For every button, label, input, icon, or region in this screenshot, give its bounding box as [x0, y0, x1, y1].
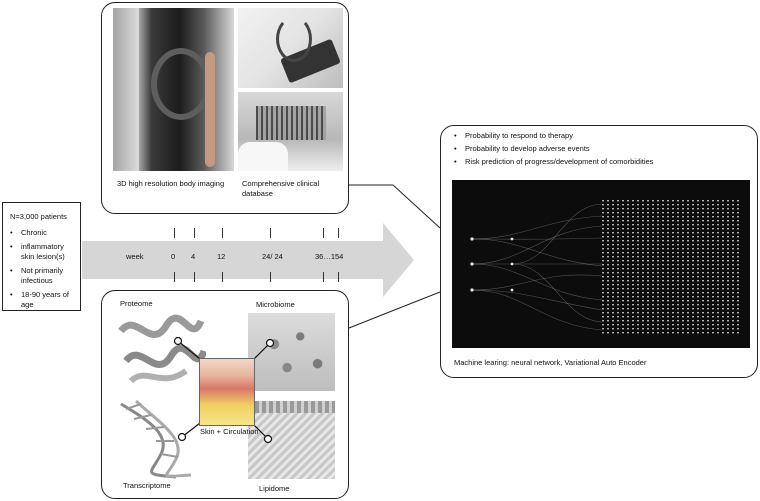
timeline-tick	[323, 228, 324, 238]
label-microbiome: Microbiome	[256, 300, 295, 309]
timeline-tick-label: 36…154	[315, 252, 344, 261]
microbiome-image	[248, 313, 335, 391]
timeline-tick	[338, 228, 339, 238]
label-transcriptome: Transcriptome	[123, 481, 171, 490]
neural-network-image	[452, 180, 750, 348]
label-lipidome: Lipidome	[259, 484, 290, 493]
ml-outcomes-list: Probability to respond to therapy Probab…	[454, 131, 754, 170]
timeline-unit-label: week	[126, 252, 144, 261]
timeline-tick	[174, 272, 175, 282]
timeline-tick-label: 24/ 24	[262, 252, 283, 261]
ml-caption: Machine learing: neural network, Variati…	[454, 358, 647, 367]
timeline-tick	[174, 228, 175, 238]
outcome-item: Probability to respond to therapy	[454, 131, 754, 141]
outcome-item: Probability to develop adverse events	[454, 144, 754, 154]
proteome-image	[118, 314, 206, 384]
top-panel: 3D high resolution body imaging Comprehe…	[101, 2, 349, 214]
body-scanner-image	[113, 8, 234, 171]
timeline-tick	[338, 272, 339, 282]
criterion-item: Not primarily infectious	[10, 266, 75, 286]
criterion-item: inflammatory skin lesion(s)	[10, 242, 75, 262]
clinical-database-image	[238, 92, 343, 171]
label-skin-circulation: Skin + Circulation	[200, 427, 259, 436]
timeline-tick-label: 4	[191, 252, 196, 261]
timeline-tick	[222, 272, 223, 282]
patients-title: N=3,000 patients	[10, 212, 67, 221]
timeline-tick	[194, 228, 195, 238]
timeline-tick-label: 0	[171, 252, 176, 261]
timeline-tick	[194, 272, 195, 282]
timeline-tick	[270, 272, 271, 282]
lipidome-image	[248, 401, 335, 479]
timeline-tick-label: 12	[217, 252, 226, 261]
label-proteome: Proteome	[120, 299, 153, 308]
criterion-item: 18-90 years of age	[10, 290, 75, 310]
bottom-panel: Proteome Microbiome Transcriptome Lipido…	[101, 290, 349, 499]
clinician-tablet-image	[238, 8, 343, 88]
caption-body-imaging: 3D high resolution body imaging	[117, 179, 225, 188]
patients-box: N=3,000 patients Chronic inflammatory sk…	[2, 202, 81, 311]
omics-connectors	[173, 336, 275, 444]
transcriptome-image	[120, 399, 192, 479]
criterion-item: Chronic	[10, 228, 75, 238]
timeline-tick	[222, 228, 223, 238]
caption-clinical-database: Comprehensive clinical database	[242, 179, 320, 198]
timeline-tick	[323, 272, 324, 282]
outcome-item: Risk prediction of progress/development …	[454, 157, 754, 167]
ml-panel: Probability to respond to therapy Probab…	[440, 125, 758, 378]
skin-cross-section-image	[199, 358, 255, 426]
timeline-tick	[270, 228, 271, 238]
